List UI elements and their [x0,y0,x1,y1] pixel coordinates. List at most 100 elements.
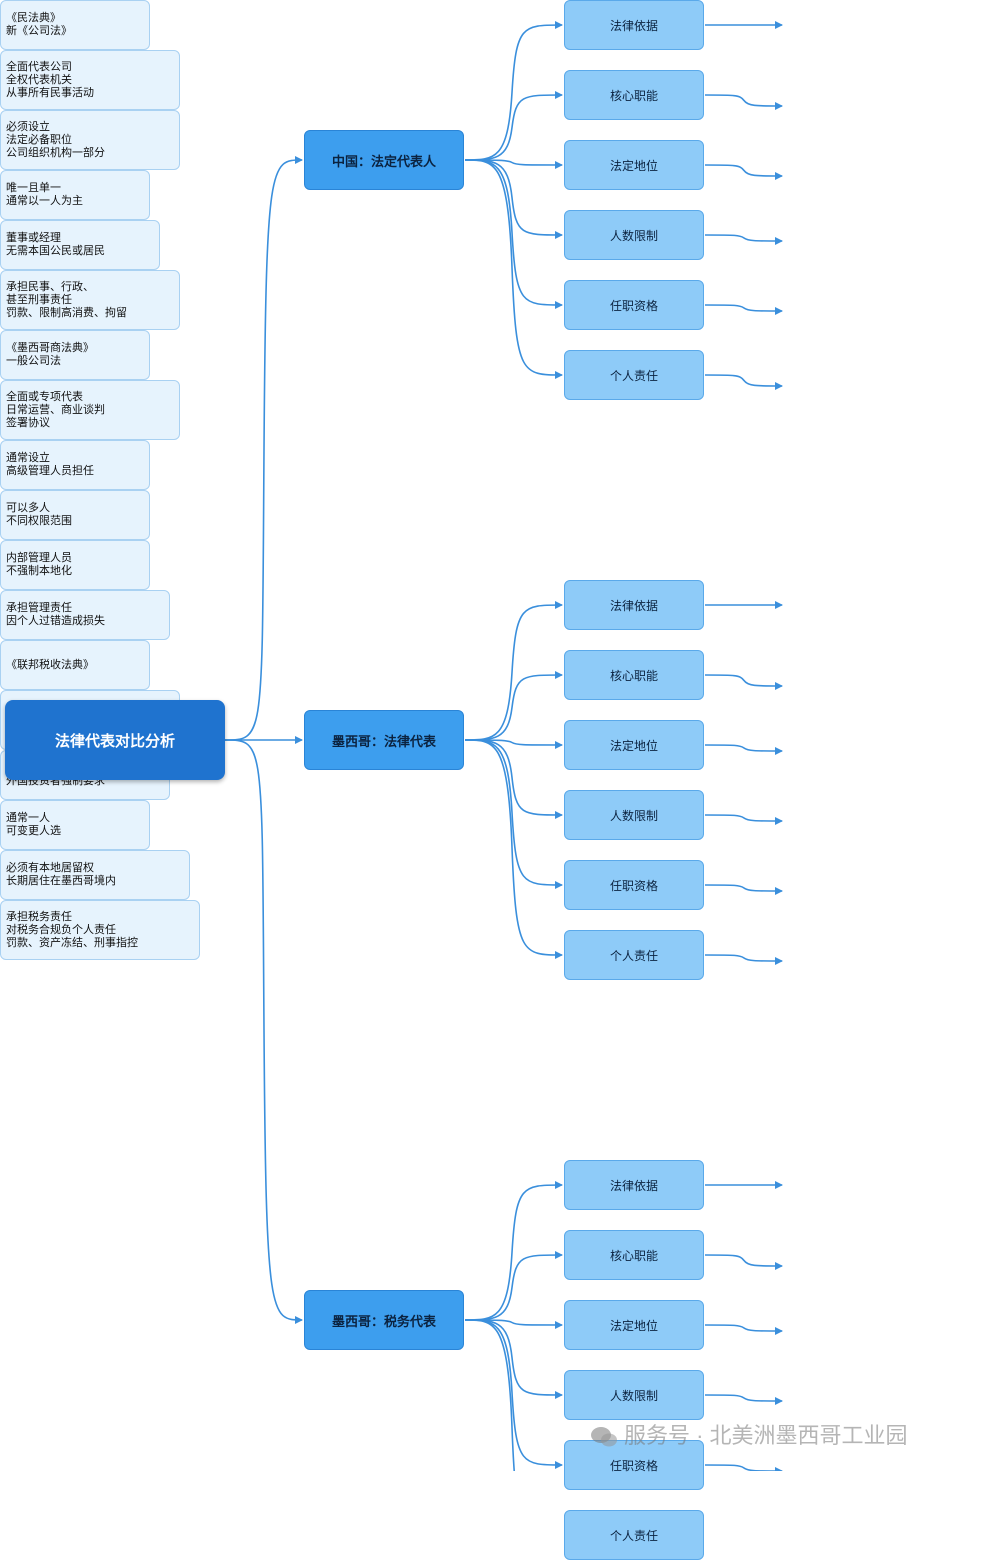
detail-line: 因个人过错造成损失 [6,615,105,627]
detail-node[interactable]: 可以多人不同权限范围 [0,490,150,540]
detail-line: 日常运营、商业谈判 [6,403,105,416]
watermark-text: 服务号 · 北美洲墨西哥工业园 [624,1423,908,1448]
detail-line: 内部管理人员 [6,552,72,564]
category-detail-connector [704,304,783,315]
branch-category-connector [464,739,563,749]
category-detail-connector [704,1324,783,1335]
detail-line: 唯一且单一 [6,182,61,194]
root-label: 法律代表对比分析 [54,732,175,750]
category-label: 人数限制 [609,808,658,823]
category-node[interactable]: 个人责任 [564,350,704,400]
branch-label: 墨西哥：税务代表 [331,1313,436,1329]
watermark: 服务号 · 北美洲墨西哥工业园 [590,1418,908,1450]
detail-node[interactable]: 通常设立高级管理人员担任 [0,440,150,490]
branch-category-connector [464,1251,563,1321]
detail-line: 《联邦税收法典》 [6,658,94,671]
category-node[interactable]: 任职资格 [564,280,704,330]
category-detail-connector [704,374,783,390]
category-detail-connector [704,954,783,965]
category-node[interactable]: 人数限制 [564,210,704,260]
category-label: 核心职能 [609,88,658,103]
detail-node[interactable]: 《民法典》新《公司法》 [0,0,150,50]
detail-node[interactable]: 全面代表公司全权代表机关从事所有民事活动 [0,50,180,110]
detail-line: 必须设立 [6,120,50,133]
detail-node[interactable]: 必须设立法定必备职位公司组织机构一部分 [0,110,180,170]
branch-node[interactable]: 墨西哥：税务代表 [304,1290,464,1350]
detail-line: 承担管理责任 [6,602,72,614]
detail-node[interactable]: 必须有本地居留权长期居住在墨西哥境内 [0,850,190,900]
detail-line: 签署协议 [6,416,50,429]
category-node[interactable]: 个人责任 [564,930,704,980]
detail-node[interactable]: 全面或专项代表日常运营、商业谈判签署协议 [0,380,180,440]
connector-lines [224,21,783,1471]
detail-line: 公司组织机构一部分 [6,146,105,159]
category-label: 任职资格 [609,1458,658,1473]
detail-line: 承担民事、行政、 [6,280,94,293]
detail-line: 承担税务责任 [6,910,72,923]
category-detail-connector [704,884,783,895]
category-label: 个人责任 [609,948,658,963]
category-node[interactable]: 任职资格 [564,860,704,910]
category-detail-connector [704,1464,783,1471]
category-node[interactable]: 核心职能 [564,650,704,700]
branch-category-connector [464,1181,563,1321]
branch-category-connector [464,159,563,169]
branch-node[interactable]: 中国：法定代表人 [304,130,464,190]
detail-node[interactable]: 承担管理责任因个人过错造成损失 [0,590,170,640]
category-detail-connector [704,814,783,825]
detail-node[interactable]: 通常一人可变更人选 [0,800,150,850]
detail-node[interactable]: 承担民事、行政、甚至刑事责任罚款、限制高消费、拘留 [0,270,180,330]
category-detail-connector [704,234,783,245]
category-label: 任职资格 [609,878,658,893]
detail-line: 高级管理人员担任 [6,465,94,477]
category-detail-connector [704,1394,783,1405]
detail-node[interactable]: 董事或经理无需本国公民或居民 [0,220,160,270]
branch-node[interactable]: 墨西哥：法律代表 [304,710,464,770]
category-detail-connector [704,1254,783,1270]
category-node[interactable]: 法定地位 [564,1300,704,1350]
detail-node[interactable]: 唯一且单一通常以一人为主 [0,170,150,220]
detail-line: 罚款、资产冻结、刑事指控 [6,936,138,949]
category-node[interactable]: 个人责任 [564,1510,704,1560]
detail-line: 对税务合规负个人责任 [6,923,116,936]
detail-line: 甚至刑事责任 [6,293,72,306]
category-label: 法定地位 [609,1318,658,1333]
category-label: 法定地位 [609,738,658,753]
detail-line: 不同权限范围 [6,515,72,527]
branch-category-connector [464,1319,563,1469]
detail-line: 全权代表机关 [6,73,72,86]
category-label: 核心职能 [609,668,658,683]
category-node[interactable]: 法律依据 [564,580,704,630]
branch-category-connector [464,1319,516,1471]
root-node[interactable]: 法律代表对比分析 [5,700,225,780]
detail-line: 可变更人选 [6,825,61,837]
detail-node[interactable]: 《联邦税收法典》 [0,640,150,690]
category-detail-connector [704,94,783,110]
branch-category-connector [464,739,563,889]
root-branch-connector [224,156,303,741]
category-detail-connector [704,744,783,755]
category-node[interactable]: 核心职能 [564,1230,704,1280]
category-node[interactable]: 核心职能 [564,70,704,120]
category-node[interactable]: 法律依据 [564,1160,704,1210]
detail-node[interactable]: 内部管理人员不强制本地化 [0,540,150,590]
detail-line: 不强制本地化 [6,565,72,577]
category-node[interactable]: 法律依据 [564,0,704,50]
detail-node[interactable]: 《墨西哥商法典》一般公司法 [0,330,150,380]
category-node[interactable]: 法定地位 [564,140,704,190]
detail-line: 全面代表公司 [6,60,72,73]
detail-line: 通常以一人为主 [6,195,83,207]
wechat-icon [591,1427,617,1447]
category-node[interactable]: 人数限制 [564,1370,704,1420]
branch-category-connector [464,671,563,741]
category-node[interactable]: 法定地位 [564,720,704,770]
category-label: 法律依据 [609,1178,658,1193]
category-detail-connector [704,164,783,180]
branch-category-connector [464,601,563,741]
category-label: 个人责任 [609,1528,658,1543]
detail-line: 长期居住在墨西哥境内 [6,875,116,887]
detail-line: 法定必备职位 [6,133,72,146]
detail-line: 一般公司法 [6,355,61,367]
category-node[interactable]: 人数限制 [564,790,704,840]
detail-node[interactable]: 承担税务责任对税务合规负个人责任罚款、资产冻结、刑事指控 [0,900,200,960]
